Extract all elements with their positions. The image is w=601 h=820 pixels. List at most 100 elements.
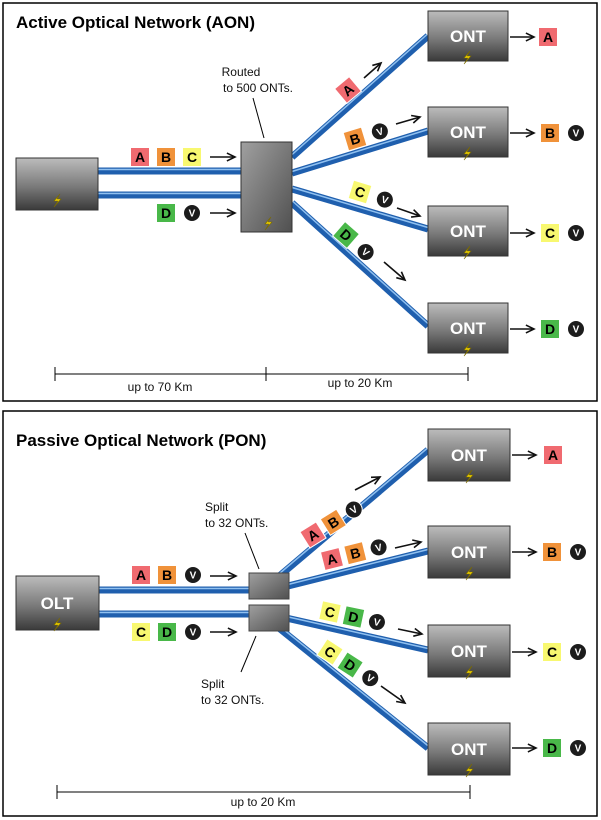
svg-text:A: A xyxy=(548,447,558,463)
pon-branch-fiber-3 xyxy=(263,609,429,654)
aon-branch-fiber-2 xyxy=(290,127,430,177)
signal-tag-c: C xyxy=(131,622,151,642)
signal-tag-b: B xyxy=(157,565,177,585)
signal-tag-b: B xyxy=(540,123,560,143)
signal-tag-c: C xyxy=(182,147,202,167)
right-arrow-icon xyxy=(510,324,536,334)
pon-split-note-bottom-pointer xyxy=(240,635,257,673)
aon-panel: Active Optical Network (AON) xyxy=(2,2,598,402)
pon-distance-scale: up to 20 Km xyxy=(56,785,471,809)
right-arrow-icon xyxy=(210,152,237,162)
svg-text:D: D xyxy=(545,321,555,337)
svg-text:V: V xyxy=(573,129,580,140)
signal-tag-d: D xyxy=(156,203,176,223)
signal-tag-b: B xyxy=(542,542,562,562)
svg-text:C: C xyxy=(547,644,557,660)
aon-feeder-fiber-bottom xyxy=(98,191,241,199)
signal-tag-d: D xyxy=(540,319,560,339)
signal-tag-b: B xyxy=(319,508,348,537)
signal-tag-d: D xyxy=(331,220,361,250)
signal-tag-d: D xyxy=(336,651,364,679)
signal-tag-d: D xyxy=(157,622,177,642)
pon-split-note-top-line2: to 32 ONTs. xyxy=(205,516,268,530)
svg-text:A: A xyxy=(135,149,145,165)
pon-ont-1-label: ONT xyxy=(451,446,488,465)
svg-text:D: D xyxy=(547,740,557,756)
circled-v-icon: V xyxy=(356,243,375,262)
signal-tag-b: B xyxy=(156,147,176,167)
circled-v-icon: V xyxy=(361,669,380,688)
svg-text:C: C xyxy=(187,149,197,165)
signal-tag-c: C xyxy=(542,642,562,662)
right-arrow-icon xyxy=(210,627,238,637)
aon-feeder-fiber-top xyxy=(98,167,241,175)
aon-switch-note-line1: Routed xyxy=(222,65,261,79)
right-arrow-icon xyxy=(397,627,424,637)
right-arrow-icon xyxy=(210,208,237,218)
right-arrow-icon xyxy=(380,685,407,705)
right-arrow-icon xyxy=(354,476,382,491)
signal-tag-c: C xyxy=(318,600,342,624)
svg-text:V: V xyxy=(575,648,582,659)
svg-text:V: V xyxy=(573,229,580,240)
pon-branch-fiber-2 xyxy=(263,547,429,596)
circled-v-icon: V xyxy=(184,566,202,584)
aon-branch-fiber-3 xyxy=(291,185,429,233)
pon-title: Passive Optical Network (PON) xyxy=(16,431,266,450)
circled-v-icon: V xyxy=(567,124,585,142)
signal-tag-d: D xyxy=(542,738,562,758)
signal-tag-d: D xyxy=(341,605,366,629)
signal-tag-a: A xyxy=(538,27,558,47)
pon-split-note-top-pointer xyxy=(244,532,260,570)
svg-text:V: V xyxy=(189,209,196,220)
pon-feeder-fiber-bottom xyxy=(99,610,250,618)
circled-v-icon: V xyxy=(184,623,202,641)
pon-branch-fiber-1 xyxy=(261,447,431,592)
svg-text:A: A xyxy=(136,567,146,583)
signal-tag-a: A xyxy=(319,546,345,572)
svg-text:V: V xyxy=(349,504,361,517)
circled-v-icon: V xyxy=(370,122,389,141)
circled-v-icon: V xyxy=(569,739,587,757)
svg-text:V: V xyxy=(372,617,381,629)
aon-fibers xyxy=(98,33,431,329)
pon-fibers xyxy=(99,447,431,751)
svg-text:V: V xyxy=(575,548,582,559)
aon-ont-3-label: ONT xyxy=(450,222,487,241)
aon-distance-scale: up to 70 Km up to 20 Km xyxy=(54,367,469,394)
aon-ont-2-label: ONT xyxy=(450,123,487,142)
svg-text:V: V xyxy=(190,571,197,582)
signal-tag-c: C xyxy=(540,223,560,243)
aon-source-box xyxy=(15,157,99,211)
circled-v-icon: V xyxy=(369,538,388,557)
svg-text:V: V xyxy=(364,673,376,686)
right-arrow-icon xyxy=(512,743,538,753)
pon-ont-4: ONT xyxy=(427,722,511,778)
svg-text:D: D xyxy=(347,608,360,626)
pon-ont-4-label: ONT xyxy=(451,740,488,759)
svg-text:D: D xyxy=(162,624,172,640)
signal-tag-c: C xyxy=(347,179,373,205)
signal-tag-a: A xyxy=(131,565,151,585)
right-arrow-icon xyxy=(210,571,238,581)
signal-tag-b: B xyxy=(342,126,368,152)
pon-olt-label: OLT xyxy=(41,594,74,613)
signal-tag-a: A xyxy=(130,147,150,167)
right-arrow-icon xyxy=(383,261,407,282)
right-arrow-icon xyxy=(510,32,536,42)
aon-ont-4-label: ONT xyxy=(450,319,487,338)
circled-v-icon: V xyxy=(344,500,363,519)
svg-text:V: V xyxy=(374,542,383,554)
pon-ont-1: ONT xyxy=(427,428,511,484)
aon-ont-1-label: ONT xyxy=(450,27,487,46)
pon-splitter-bottom xyxy=(248,604,290,632)
circled-v-icon: V xyxy=(183,204,201,222)
pon-ont-2-label: ONT xyxy=(451,543,488,562)
aon-ont-4: ONT xyxy=(427,302,509,357)
right-arrow-icon xyxy=(512,647,538,657)
signal-tag-c: C xyxy=(316,638,344,666)
right-arrow-icon xyxy=(510,228,536,238)
svg-text:B: B xyxy=(161,149,171,165)
